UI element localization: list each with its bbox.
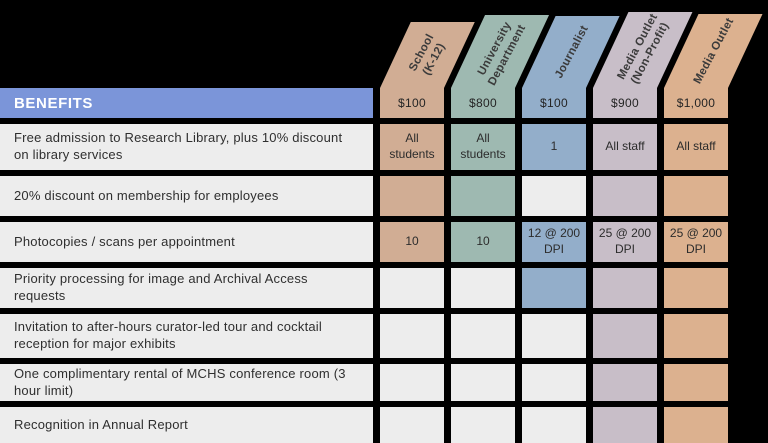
benefit-cell (522, 407, 586, 443)
benefit-row-label: Free admission to Research Library, plus… (0, 124, 373, 170)
benefit-cell (522, 176, 586, 216)
benefit-cell: 10 (380, 222, 444, 262)
benefit-cell (593, 176, 657, 216)
benefit-cell (380, 407, 444, 443)
benefit-row-label: One complimentary rental of MCHS confere… (0, 364, 373, 401)
benefit-cell: All staff (593, 124, 657, 170)
plan-price-media-outlet-non-profit: $900 (593, 88, 657, 118)
benefit-cell (380, 176, 444, 216)
plan-price-university-department: $800 (451, 88, 515, 118)
benefit-cell (380, 314, 444, 358)
benefit-cell: 1 (522, 124, 586, 170)
benefit-cell: All staff (664, 124, 728, 170)
benefit-cell (380, 268, 444, 308)
benefit-cell (593, 364, 657, 401)
benefit-cell (593, 268, 657, 308)
benefit-cell: All students (380, 124, 444, 170)
plan-price-journalist: $100 (522, 88, 586, 118)
benefit-cell: 12 @ 200 DPI (522, 222, 586, 262)
benefit-cell (522, 314, 586, 358)
benefits-banner-title: BENEFITS (14, 94, 93, 112)
benefit-row-label: Priority processing for image and Archiv… (0, 268, 373, 308)
benefit-cell: 25 @ 200 DPI (593, 222, 657, 262)
benefit-cell (664, 364, 728, 401)
benefit-cell: 25 @ 200 DPI (664, 222, 728, 262)
benefit-cell (593, 314, 657, 358)
benefit-cell (451, 407, 515, 443)
benefit-row-label: Photocopies / scans per appointment (0, 222, 373, 262)
benefit-cell (451, 268, 515, 308)
plan-price-media-outlet: $1,000 (664, 88, 728, 118)
benefit-cell (451, 314, 515, 358)
benefit-cell (664, 268, 728, 308)
benefit-row-label: 20% discount on membership for employees (0, 176, 373, 216)
benefit-cell (380, 364, 444, 401)
benefit-cell (664, 176, 728, 216)
benefit-cell (593, 407, 657, 443)
benefit-cell: 10 (451, 222, 515, 262)
benefit-cell (522, 364, 586, 401)
benefit-row-label: Recognition in Annual Report (0, 407, 373, 443)
benefit-cell (664, 314, 728, 358)
benefit-row-label: Invitation to after-hours curator-led to… (0, 314, 373, 358)
plan-price-school-k12: $100 (380, 88, 444, 118)
benefit-cell (522, 268, 586, 308)
benefit-cell (451, 176, 515, 216)
benefit-cell (664, 407, 728, 443)
benefits-banner: BENEFITS (0, 88, 373, 118)
benefit-cell: All students (451, 124, 515, 170)
benefit-cell (451, 364, 515, 401)
